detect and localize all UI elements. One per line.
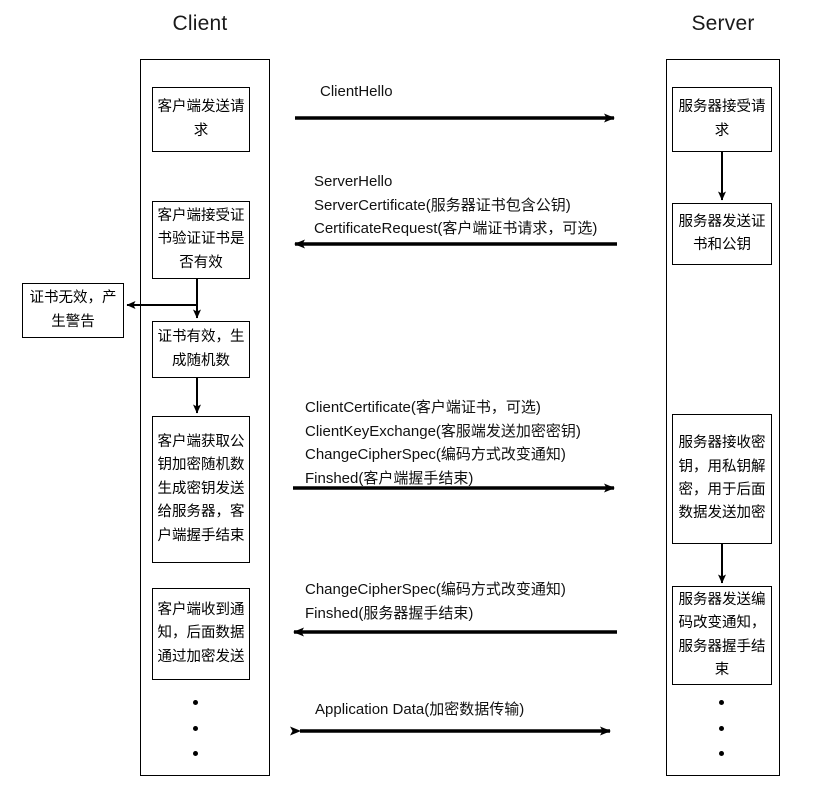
client-step-box-2: 客户端接受证书验证证书是否有效	[152, 201, 250, 279]
actor-title-server: Server	[691, 12, 755, 35]
dot	[718, 700, 724, 705]
client-step-box-1: 客户端发送请求	[152, 87, 250, 152]
dot	[192, 751, 198, 756]
server-step-box-2: 服务器发送证书和公钥	[672, 203, 772, 265]
client-step-box-3: 证书有效，生成随机数	[152, 321, 250, 378]
message-line-2-2: ServerCertificate(服务器证书包含公钥)	[314, 196, 571, 214]
dot	[192, 725, 198, 731]
message-line-3-2: ClientKeyExchange(客服端发送加密密钥)	[305, 422, 581, 440]
message-line-5-1: Application Data(加密数据传输)	[315, 701, 525, 718]
dot	[718, 725, 724, 731]
message-line-4-1: ChangeCipherSpec(编码方式改变通知)	[305, 581, 566, 598]
server-step-label-2: 服务器发送证书和公钥	[678, 213, 766, 253]
server-continuation-dots	[718, 700, 724, 756]
message-line-2-1: ServerHello	[314, 173, 393, 190]
server-step-label-1: 服务器接受请求	[678, 99, 766, 139]
dot	[192, 700, 198, 705]
client-step-box-5: 客户端收到通知，后面数据通过加密发送	[152, 588, 250, 680]
message-line-2-3: CertificateRequest(客户端证书请求，可选)	[314, 220, 598, 238]
client-step-label-3: 证书有效，生成随机数	[157, 329, 245, 369]
message-line-3-1: ClientCertificate(客户端证书，可选)	[305, 399, 541, 416]
server-step-box-3: 服务器接收密钥，用私钥解密，用于后面数据发送加密	[672, 414, 772, 544]
server-step-box-1: 服务器接受请求	[672, 87, 772, 152]
message-label-2: ServerHello ServerCertificate(服务器证书包含公钥)…	[314, 170, 597, 241]
client-continuation-dots	[192, 700, 198, 756]
dot	[718, 751, 724, 756]
client-step-box-4: 客户端获取公钥加密随机数生成密钥发送给服务器，客户端握手结束	[152, 416, 250, 563]
client-step-label-2: 客户端接受证书验证证书是否有效	[157, 207, 245, 271]
message-line-4-2: Finshed(服务器握手结束)	[305, 604, 474, 622]
message-label-4: ChangeCipherSpec(编码方式改变通知) Finshed(服务器握手…	[305, 578, 566, 625]
server-step-label-4: 服务器发送编码改变通知，服务器握手结束	[678, 591, 766, 678]
client-step-label-5: 客户端收到通知，后面数据通过加密发送	[157, 601, 245, 665]
message-label-1: ClientHello	[320, 80, 393, 104]
error-alert-label: 证书无效，产生警告	[29, 290, 117, 330]
server-step-label-3: 服务器接收密钥，用私钥解密，用于后面数据发送加密	[678, 435, 766, 522]
message-line-1-1: ClientHello	[320, 83, 393, 100]
client-step-label-1: 客户端发送请求	[157, 99, 245, 139]
actor-title-client: Client	[172, 12, 228, 35]
client-step-label-4: 客户端获取公钥加密随机数生成密钥发送给服务器，客户端握手结束	[157, 433, 245, 544]
server-step-box-4: 服务器发送编码改变通知，服务器握手结束	[672, 586, 772, 685]
message-label-5: Application Data(加密数据传输)	[315, 698, 524, 722]
message-label-3: ClientCertificate(客户端证书，可选) ClientKeyExc…	[305, 396, 581, 491]
message-line-3-4: Finshed(客户端握手结束)	[305, 470, 474, 488]
message-line-3-3: ChangeCipherSpec(编码方式改变通知)	[305, 446, 566, 464]
error-alert-box: 证书无效，产生警告	[22, 283, 124, 338]
